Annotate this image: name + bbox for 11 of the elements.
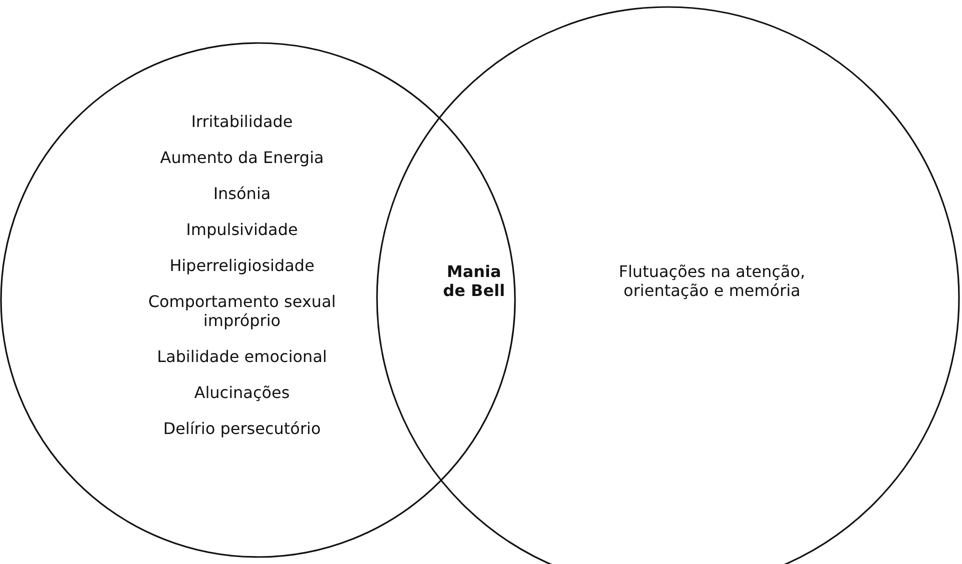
list-item: Delírio persecutório bbox=[162, 419, 322, 438]
list-item: Hiperreligiosidade bbox=[168, 256, 316, 275]
list-item: Labilidade emocional bbox=[156, 347, 328, 366]
list-item: Alucinações bbox=[193, 383, 291, 402]
list-item: Impulsividade bbox=[185, 220, 299, 239]
list-item: Aumento da Energia bbox=[159, 148, 325, 167]
overlap-label: Mania de Bell bbox=[442, 262, 506, 300]
list-item: Comportamento sexual impróprio bbox=[147, 292, 337, 330]
list-item: Irritabilidade bbox=[190, 112, 294, 131]
list-item: Insónia bbox=[212, 184, 272, 203]
set-description: Flutuações na atenção, orientação e memória bbox=[618, 262, 806, 300]
